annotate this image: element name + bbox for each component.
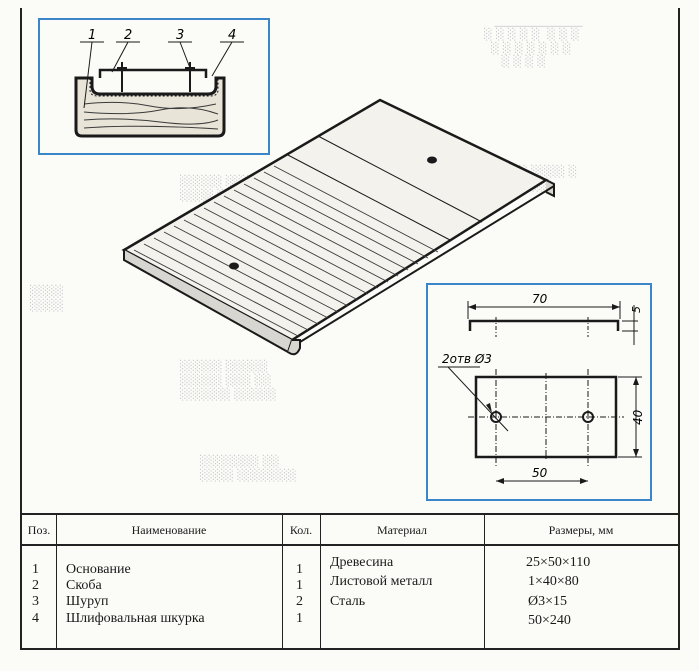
header-material: Материал <box>320 515 484 546</box>
screw-hole-front <box>229 262 239 270</box>
table-row-4-size: 50×240 <box>528 613 571 628</box>
table-row-1-name: Основание <box>66 562 131 577</box>
callout-2: 2 <box>124 28 132 43</box>
callout-3: 3 <box>176 28 184 43</box>
sandpaper-ribs <box>133 165 439 337</box>
dim-width: 40 <box>631 409 645 425</box>
bracket-drawing: 70 5 2отв Ø3 4 <box>438 292 645 484</box>
screw-hole-back <box>427 156 437 164</box>
dim-holes: 2отв Ø3 <box>442 352 492 366</box>
header-pos: Поз. <box>22 515 56 546</box>
table-row-3-pos: 3 <box>32 594 39 609</box>
header-qty: Кол. <box>282 515 320 546</box>
table-row-2-material: Листовой металл <box>330 574 433 589</box>
header-name: Наименование <box>56 515 282 546</box>
table-row-1-material: Древесина <box>330 555 394 570</box>
table-row-3-name: Шуруп <box>66 594 109 609</box>
table-row-1-qty: 1 <box>296 562 303 577</box>
table-row-3-size: Ø3×15 <box>528 594 568 609</box>
callout-4: 4 <box>228 28 236 43</box>
table-row-4-pos: 4 <box>32 611 39 626</box>
wood-base <box>74 76 226 138</box>
table-row-2-name: Скоба <box>66 578 102 593</box>
bracket-drawing-inset: 70 5 2отв Ø3 4 <box>426 283 652 501</box>
specification-table: Поз. Наименование Кол. Материал Размеры,… <box>22 513 678 649</box>
table-row-1-size: 25×50×110 <box>526 555 591 570</box>
metal-bracket <box>98 68 208 78</box>
dim-hole-spacing: 50 <box>532 466 548 480</box>
table-row-2-qty: 1 <box>296 578 303 593</box>
isometric-drawing <box>121 98 555 356</box>
table-row-2-size: 1×40×80 <box>528 574 579 589</box>
table-row-3-qty: 2 <box>296 594 303 609</box>
table-row-2-pos: 2 <box>32 578 39 593</box>
callout-1: 1 <box>88 28 96 43</box>
header-size: Размеры, мм <box>484 515 678 546</box>
table-row-3-material: Сталь <box>330 594 366 609</box>
dim-length: 70 <box>532 292 548 306</box>
cross-section-inset: 1 2 3 4 <box>38 18 270 155</box>
page-frame <box>20 8 680 650</box>
table-row-4-name: Шлифовальная шкурка <box>66 611 205 626</box>
table-row-4-qty: 1 <box>296 611 303 626</box>
dim-height: 5 <box>630 306 643 313</box>
cross-section-drawing: 1 2 3 4 <box>74 28 244 138</box>
table-row-1-pos: 1 <box>32 562 39 577</box>
